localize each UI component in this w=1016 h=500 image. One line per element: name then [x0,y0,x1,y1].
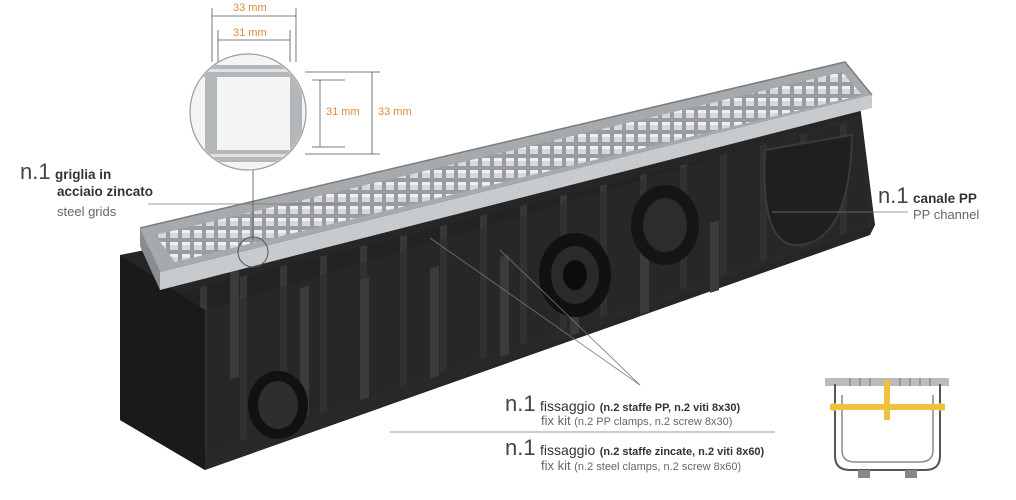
channel-label: n.1 canale PP [878,184,977,208]
dim-inner-width: 31 mm [233,27,267,39]
fix-pp-label: n.1 fissaggio (n.2 staffe PP, n.2 viti 8… [505,392,740,416]
leader-lines [148,203,908,433]
pp-channel-body [120,105,875,470]
channel-name-it: canale PP [913,191,977,206]
fix-steel-name-en: fix kit [541,458,571,473]
dim-outer-height: 33 mm [378,106,412,118]
fix-steel-detail-it: (n.2 staffe zincate, n.2 viti 8x60) [599,446,765,458]
fix-pp-name-it: fissaggio [540,398,596,414]
fix-pp-name-en: fix kit [541,413,571,428]
dim-inner-height: 31 mm [326,106,360,118]
steel-grate [139,61,873,290]
grid-detail-zoom [189,53,307,268]
fix-pp-count: n.1 [505,391,536,416]
fix-steel-count: n.1 [505,435,536,460]
channel-count: n.1 [878,183,909,208]
dim-outer-width: 33 mm [233,2,267,14]
grid-name-en: steel grids [57,204,117,219]
fix-steel-detail-en: (n.2 steel clamps, n.2 screw 8x60) [574,461,742,473]
grid-name-it-2: acciaio zincato [57,184,154,199]
fix-pp-detail-it: (n.2 staffe PP, n.2 viti 8x30) [599,402,741,414]
channel-name-en: PP channel [913,207,980,222]
fix-steel-en: fix kit (n.2 steel clamps, n.2 screw 8x6… [541,459,741,474]
fix-pp-en: fix kit (n.2 PP clamps, n.2 screw 8x30) [541,414,732,429]
cross-section-inset [822,374,952,478]
dimension-lines [211,8,380,155]
grid-label: n.1 griglia in [20,160,111,184]
fix-steel-name-it: fissaggio [540,442,596,458]
fix-pp-detail-en: (n.2 PP clamps, n.2 screw 8x30) [574,416,733,428]
fix-steel-label: n.1 fissaggio (n.2 staffe zincate, n.2 v… [505,436,764,460]
grid-name-it-1: griglia in [55,167,112,182]
grid-count: n.1 [20,159,51,184]
